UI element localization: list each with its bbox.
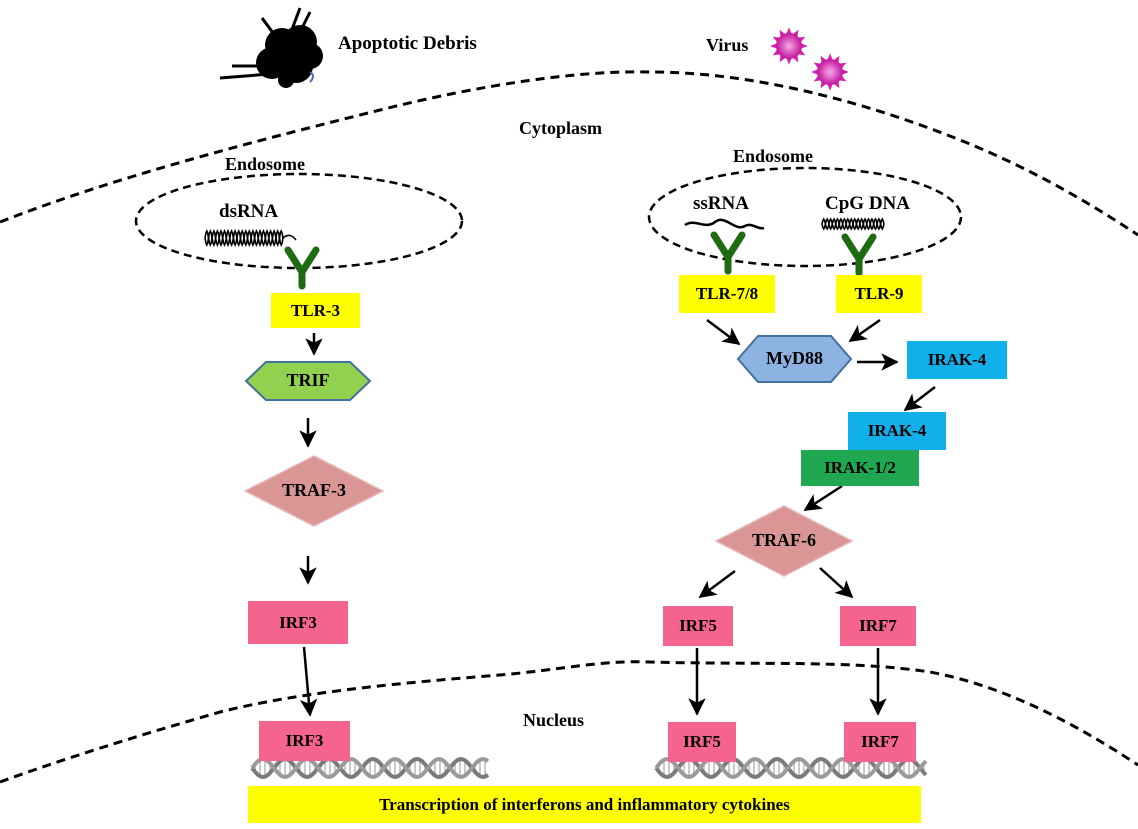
cpg-dna-helix-icon <box>821 217 885 231</box>
virus-icon <box>811 53 849 91</box>
arrow-traf6-irf7 <box>819 567 854 599</box>
trif-node: TRIF <box>286 370 330 390</box>
dna-helix-icon <box>654 757 928 779</box>
pathway-arrows <box>299 318 936 717</box>
irak4-node-1: IRAK-4 <box>907 341 1007 379</box>
apoptotic-debris-label: Apoptotic Debris <box>338 33 477 54</box>
apoptotic-debris-icon <box>219 7 323 88</box>
dna-helix-icon <box>250 757 490 779</box>
arrow-tlr9-myd88 <box>848 318 881 343</box>
cpg-dna-label: CpG DNA <box>825 193 910 214</box>
traf3-node: TRAF-3 <box>282 480 346 500</box>
irak4-node-2: IRAK-4 <box>848 412 946 450</box>
ssrna-label: ssRNA <box>693 193 749 214</box>
tlr9-node: TLR-9 <box>836 275 922 313</box>
myd88-node: MyD88 <box>766 348 823 368</box>
endosome-left <box>134 172 464 270</box>
irf7-cytoplasm-node: IRF7 <box>840 606 916 646</box>
virus-icon <box>770 27 808 65</box>
dsrna-label: dsRNA <box>219 201 279 222</box>
arrow-irak4-irak4 <box>903 386 936 412</box>
traf6-diamond <box>714 505 854 577</box>
irf5-cytoplasm-node: IRF5 <box>663 606 733 646</box>
arrow-irf3-nucleus <box>299 646 318 717</box>
irak12-node: IRAK-1/2 <box>801 450 919 486</box>
tlr3-node: TLR-3 <box>271 293 360 328</box>
endosome-left-label: Endosome <box>225 154 306 174</box>
virus-label: Virus <box>706 35 749 55</box>
arrow-traf6-irf5 <box>698 569 736 599</box>
endosome-right-label: Endosome <box>733 146 814 166</box>
myd88-hexagon <box>736 335 853 383</box>
arrow-irak12-traf6 <box>803 484 843 512</box>
receptor-y-icon <box>710 231 746 275</box>
arrow-tlr78-myd88 <box>706 319 741 346</box>
traf6-node: TRAF-6 <box>752 530 816 550</box>
irf3-cytoplasm-node: IRF3 <box>248 601 348 644</box>
ssrna-strand-icon <box>684 218 765 230</box>
nuclear-membrane <box>0 660 1138 784</box>
cell-membrane <box>0 70 1138 237</box>
cytoplasm-label: Cytoplasm <box>519 118 603 138</box>
nucleus-label: Nucleus <box>523 710 585 730</box>
irf7-nucleus-node: IRF7 <box>844 722 916 762</box>
receptor-y-icon <box>841 233 877 277</box>
tlr78-node: TLR-7/8 <box>679 275 775 313</box>
endosome-right <box>647 166 963 268</box>
trif-hexagon <box>244 361 372 401</box>
receptor-y-icon <box>284 246 320 290</box>
dsrna-helix-icon <box>204 228 297 248</box>
irf5-nucleus-node: IRF5 <box>668 722 736 762</box>
traf3-diamond <box>243 455 385 527</box>
irf3-nucleus-node: IRF3 <box>259 721 350 761</box>
transcription-banner: Transcription of interferons and inflamm… <box>248 786 921 823</box>
